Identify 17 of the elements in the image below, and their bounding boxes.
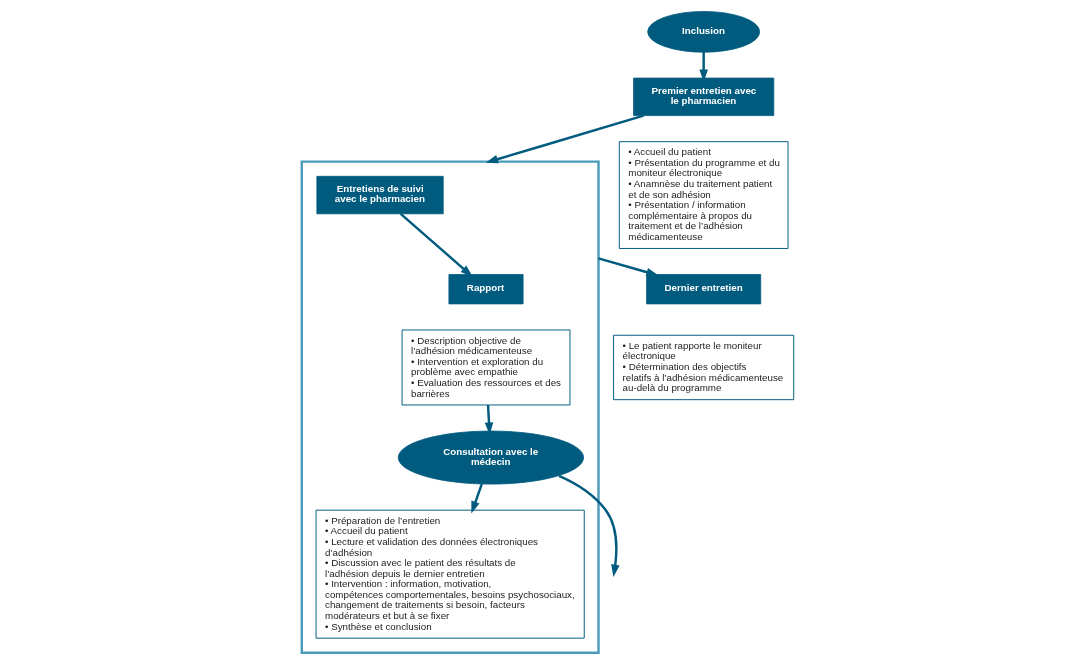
arrow (558, 474, 620, 577)
arrow (399, 213, 473, 277)
node-box: Premier entretien avec le pharmacien (633, 77, 775, 116)
node-box: • Accueil du patient • Présentation du programme et du moniteur électronique • Anamnèse du traitement patient et de son adhésion • Présentation / information complémentaire à propos du traitement et de l’adhésion médicamenteuse (618, 141, 789, 249)
cluster (300, 160, 600, 655)
arrow (484, 404, 494, 435)
arrow (598, 257, 659, 277)
node-box: • Le patient rapporte le moniteur électronique • Détermination des objectifs relatifs à l’adhésion médicamenteuse au-delà du programme (613, 334, 795, 401)
node-ellipse: Inclusion (647, 11, 761, 53)
node-ellipse: Consultation avec le médecin (397, 430, 584, 485)
node-box: Rapport (448, 274, 524, 305)
arrow (471, 483, 483, 514)
arrow (485, 114, 644, 164)
node-box: • Description objective de l’adhésion médicamenteuse • Intervention et exploration du problème avec empathie • Evaluation des ressources et des barrières (401, 329, 571, 406)
node-box: • Préparation de l’entretien • Accueil du patient • Lecture et validation des données électroniques d’adhésion • Discussion avec le patient des résultats de l’adhésion depuis le dernier entretien • Intervention : information, motivation, compétences comportementales, besoins psychosociaux, changement de traitements si besoin, facteurs modérateurs et but à se fixer • Synthèse et conclusion (315, 509, 585, 639)
node-box: Dernier entretien (646, 274, 762, 305)
node-box: Entretiens de suivi avec le pharmacien (316, 175, 444, 215)
